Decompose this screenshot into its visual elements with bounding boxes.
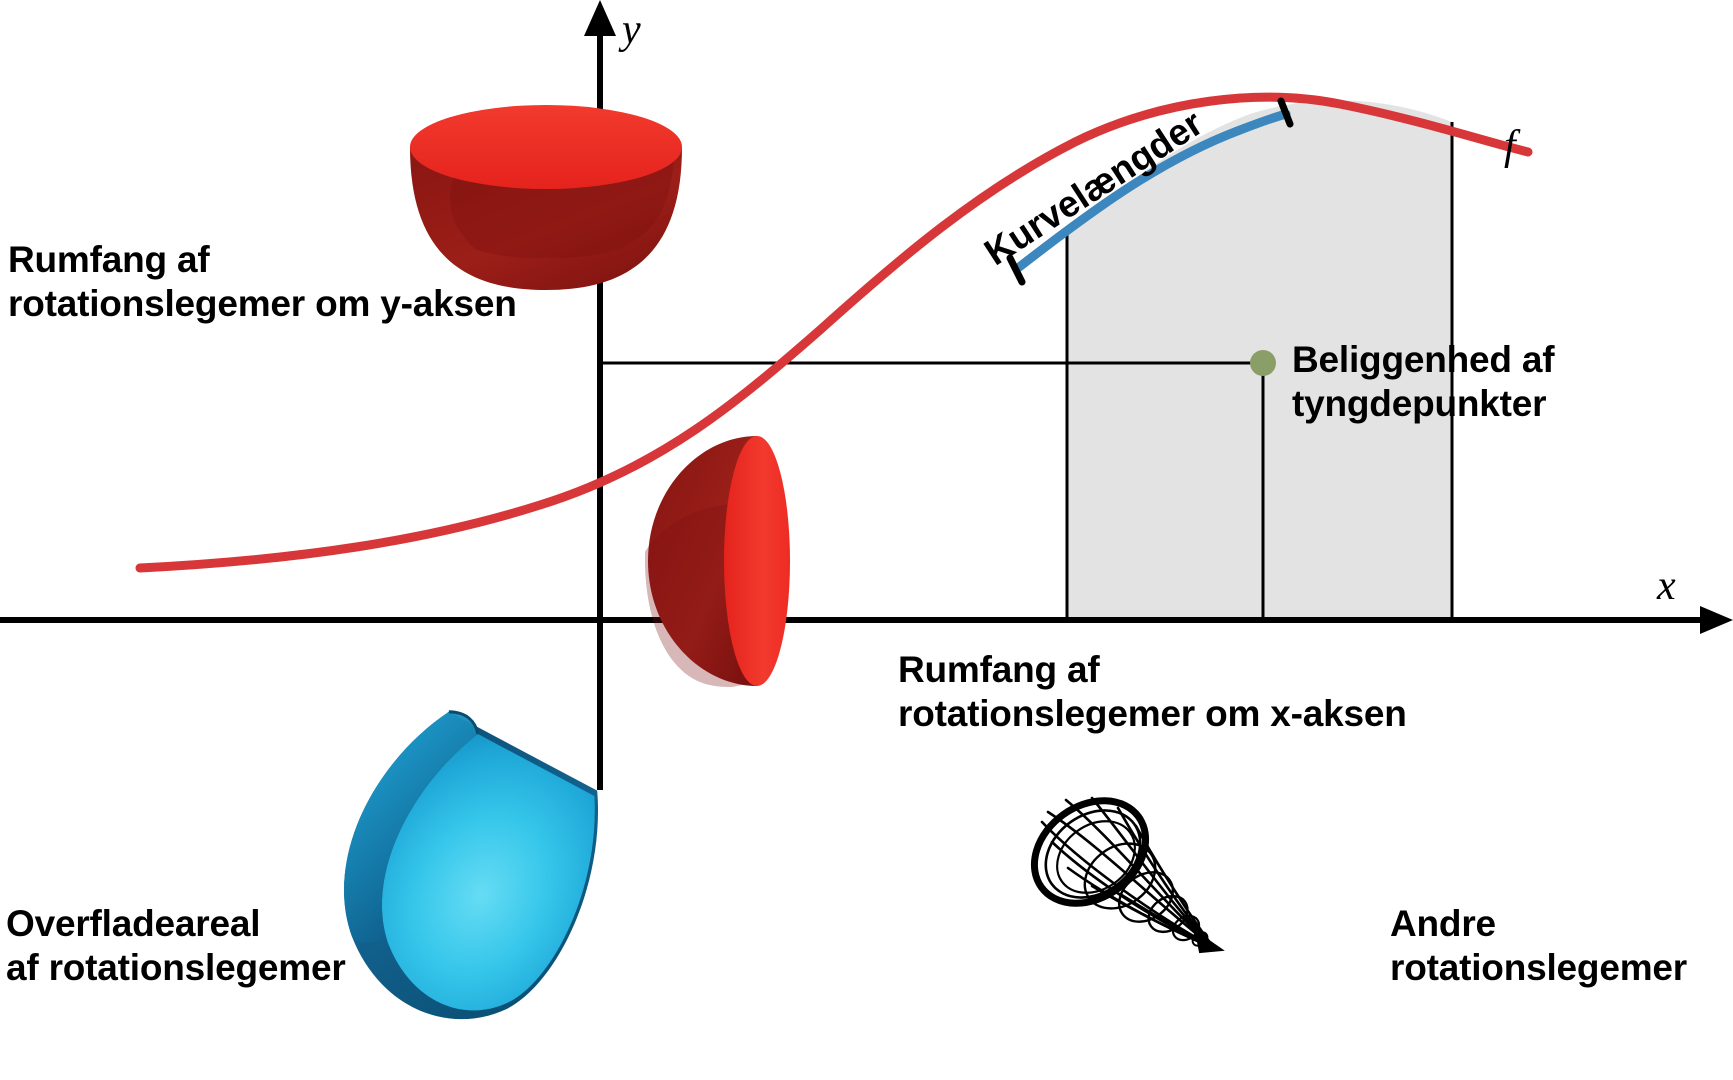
label-centroids: Beliggenhed af tyngdepunkter xyxy=(1292,339,1555,424)
label-surface-area: Overfladeareal af rotationslegemer xyxy=(6,903,346,988)
solid-shell-surface-area xyxy=(344,710,598,1020)
label-volume-y-axis: Rumfang af rotationslegemer om y-aksen xyxy=(8,239,517,324)
axis-label-y: y xyxy=(622,7,641,53)
axis-label-x: x xyxy=(1657,563,1676,609)
function-label-f: f xyxy=(1504,123,1516,169)
centroid-marker xyxy=(1250,350,1276,376)
solid-wireframe-horn xyxy=(1030,796,1225,954)
label-volume-x-axis: Rumfang af rotationslegemer om x-aksen xyxy=(898,649,1407,734)
arc-length-indicator xyxy=(1006,97,1294,286)
solid-bullet-x-axis xyxy=(645,436,790,687)
solid-bowl-y-axis xyxy=(410,105,682,290)
function-curve-f xyxy=(135,92,1533,573)
label-other-solids: Andre rotationslegemer xyxy=(1390,903,1687,988)
region-guide-lines xyxy=(600,122,1454,620)
